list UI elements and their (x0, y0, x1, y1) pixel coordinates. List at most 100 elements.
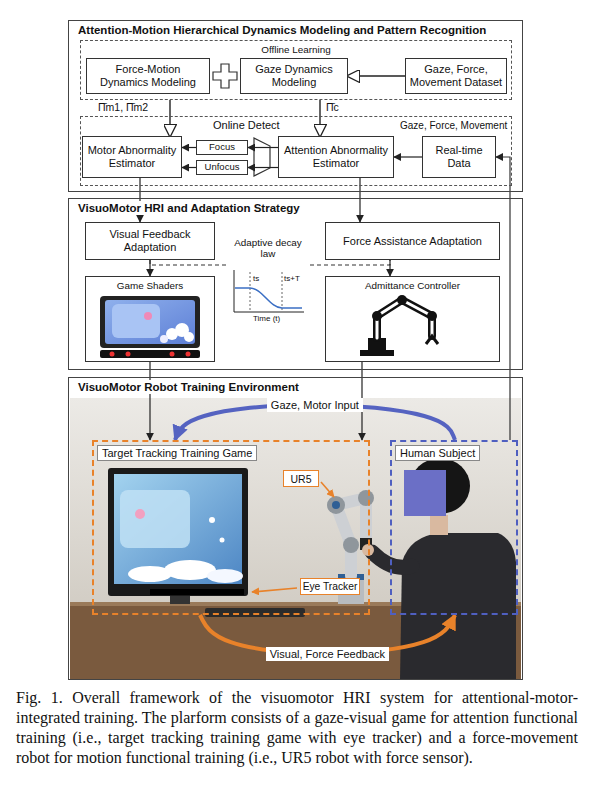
group-heading: Online Detect (213, 119, 280, 132)
connector (394, 156, 422, 157)
training-photo-part (135, 509, 145, 519)
tablet-icon-part (105, 300, 195, 344)
box-text: Gaze, Force, Movement Dataset (409, 63, 503, 88)
state-chip: Unfocus (196, 160, 248, 175)
training-photo-part (332, 501, 340, 509)
dashed-group: Offline LearningForce-Motion Dynamics Mo… (80, 40, 512, 100)
connector (182, 147, 196, 148)
plus-symbol-part (213, 64, 237, 88)
tablet-icon-part (144, 312, 152, 320)
region-heading: Target Tracking Training Game (97, 445, 257, 461)
training-photo-part (207, 569, 243, 583)
callout-text: Eye Tracker (303, 581, 358, 592)
decay-plot-part (235, 288, 302, 308)
connector (389, 260, 390, 276)
leader-line (252, 482, 334, 592)
tablet-icon-part (160, 335, 168, 343)
connector (139, 178, 140, 222)
box-text: Attention Abnormality Estimator (282, 144, 390, 169)
figure-caption: Fig. 1. Overall framework of the visuomo… (16, 688, 578, 768)
plot-title: Adaptive decay law (226, 237, 310, 260)
parameter-label: Π̄m1, Π̄m2 (98, 101, 148, 113)
chip-text: Focus (209, 142, 235, 152)
decay-plot-part (234, 270, 304, 312)
robot-arm-icon-part (397, 295, 407, 305)
tablet-icon-part (100, 350, 200, 358)
callout-box: UR5 (283, 470, 319, 487)
panel-frame: VisuoMotor HRI and Adaptation StrategyVi… (68, 198, 523, 370)
process-box: Gaze, Force, Movement Dataset (405, 58, 507, 94)
callout-text: UR5 (290, 473, 311, 485)
demux-symbol-part (254, 138, 270, 176)
box-text: Force Assistance Adaptation (343, 235, 482, 248)
training-photo-part (358, 490, 374, 506)
connector (248, 147, 278, 148)
state-chip: Focus (196, 140, 248, 155)
tablet-icon-part (184, 332, 194, 342)
tablet-icon-part (100, 296, 200, 348)
tablet-icon (100, 296, 200, 358)
connector (310, 260, 390, 265)
training-photo-part (70, 398, 521, 679)
connector (348, 75, 405, 76)
process-box: Motor Abnormality Estimator (82, 136, 182, 178)
robot-arm-icon-part (360, 350, 394, 356)
axis-label: ts (253, 274, 259, 283)
panel-heading: Attention-Motion Hierarchical Dynamics M… (76, 23, 488, 37)
robot-arm-icon-part (372, 311, 382, 321)
axis-label: ts+T (284, 274, 300, 283)
dashed-region: Target Tracking Training GameUR5Eye Trac… (92, 440, 370, 615)
box-text: Visual Feedback Adaptation (89, 228, 211, 253)
box-text: Admittance Controller (326, 280, 499, 292)
connector (169, 100, 170, 136)
module-box: Game Shaders (85, 276, 215, 362)
robot-arm-icon-part (427, 311, 437, 321)
training-photo-part (404, 470, 446, 516)
connector (359, 178, 360, 222)
edge-label: Visual, Force Feedback (266, 647, 389, 661)
training-photo-part (108, 468, 248, 596)
training-photo-part (220, 538, 225, 543)
box-text: Gaze Dynamics Modeling (244, 63, 344, 88)
connector (496, 157, 510, 440)
region-heading: Human Subject (395, 445, 480, 461)
tablet-icon-part (126, 352, 131, 357)
signal-label: Gaze, Force, Movement (400, 120, 507, 132)
leader-line-part (321, 482, 334, 497)
chip-text: Unfocus (205, 162, 240, 172)
panel-heading: VisuoMotor Robot Training Environment (76, 380, 301, 394)
box-text: Motor Abnormality Estimator (86, 144, 178, 169)
connector (319, 100, 320, 136)
connector (182, 167, 196, 168)
process-box: Force Assistance Adaptation (325, 222, 500, 260)
callout-box: Eye Tracker (300, 578, 360, 595)
training-photo-part (205, 608, 305, 617)
decay-plot (234, 270, 304, 312)
training-photo-part (327, 496, 345, 514)
box-text: Force-Motion Dynamics Modeling (90, 63, 206, 88)
tablet-icon-part (170, 352, 175, 357)
training-photo-part (114, 474, 242, 584)
training-photo (70, 398, 521, 680)
training-photo-part (400, 533, 516, 680)
training-photo-part (170, 596, 190, 604)
process-box: Force-Motion Dynamics Modeling (86, 58, 210, 94)
robot-arm-icon (360, 295, 438, 356)
connector (149, 260, 150, 276)
edge-label: Gaze, Motor Input (267, 398, 363, 412)
training-photo-part (150, 589, 244, 595)
module-box: Admittance Controller (325, 276, 500, 362)
decay-plot-part (250, 272, 251, 312)
training-photo-part (209, 517, 215, 523)
plus-symbol (213, 64, 237, 88)
connector (149, 362, 150, 440)
process-box: Gaze Dynamics Modeling (240, 58, 348, 94)
parameter-label: Π̄c (326, 101, 339, 113)
leader-line-part (252, 588, 297, 592)
training-photo-part (343, 537, 359, 553)
robot-arm-icon-part (426, 336, 438, 344)
process-box: Attention Abnormality Estimator (278, 136, 394, 178)
robot-arm-icon-part (377, 300, 432, 338)
process-box: Visual Feedback Adaptation (85, 222, 215, 260)
